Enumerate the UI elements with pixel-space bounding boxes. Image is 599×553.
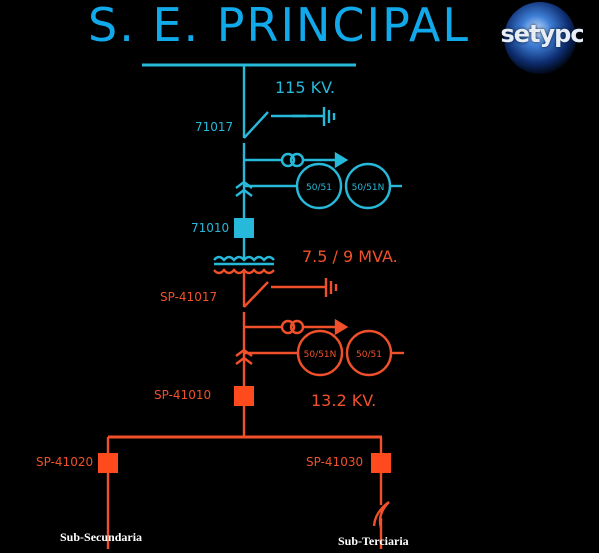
switch-sp41017-label: SP-41017 bbox=[160, 290, 218, 304]
voltage-low-label: 13.2 KV. bbox=[311, 391, 377, 410]
relay-low-2-label: 50/51 bbox=[356, 350, 382, 360]
relay-high-1-label: 50/51 bbox=[306, 183, 332, 193]
brand-logo-text: setypc bbox=[500, 20, 584, 48]
relay-low-1-icon bbox=[296, 329, 344, 377]
page-title: S. E. PRINCIPAL bbox=[88, 0, 471, 52]
pt-coil-low-1 bbox=[280, 319, 296, 335]
pt-coil-low-2 bbox=[289, 319, 305, 335]
relay-high-1-icon bbox=[295, 162, 343, 210]
relay-low-1-label: 50/51N bbox=[304, 350, 337, 360]
capacity-label: 7.5 / 9 MVA. bbox=[302, 247, 398, 266]
breaker-sp41010-icon bbox=[234, 386, 254, 406]
low-side-group bbox=[106, 268, 404, 549]
switch-sp41017-blade bbox=[243, 281, 269, 308]
breaker-sp41030-icon bbox=[371, 453, 391, 473]
pt-arrow-low-icon bbox=[334, 318, 349, 336]
breaker-71010-icon bbox=[234, 218, 254, 238]
pt-coil-high-1 bbox=[280, 152, 296, 168]
feeder-right-label: Sub-Terciaria bbox=[338, 534, 409, 548]
breaker-sp41020-icon bbox=[98, 453, 118, 473]
breaker-sp41030-label: SP-41030 bbox=[306, 455, 364, 469]
switch-71017-label: 71017 bbox=[195, 120, 234, 134]
breaker-sp41010-label: SP-41010 bbox=[154, 388, 212, 402]
relay-high-2-label: 50/51N bbox=[352, 183, 385, 193]
voltage-high-label: 115 KV. bbox=[275, 78, 336, 97]
high-side-group bbox=[142, 63, 402, 266]
breaker-71010-label: 71010 bbox=[191, 221, 230, 235]
breaker-sp41020-label: SP-41020 bbox=[36, 455, 94, 469]
ct-symbol-high-bottom bbox=[235, 188, 253, 197]
pt-coil-high-2 bbox=[289, 152, 305, 168]
feeder-left-label: Sub-Secundaria bbox=[60, 530, 143, 544]
transformer-winding-low bbox=[213, 268, 275, 275]
transformer-winding-high bbox=[213, 255, 275, 262]
switch-71017-blade bbox=[243, 111, 269, 139]
ct-symbol-low-bottom bbox=[235, 356, 253, 365]
pt-arrow-high-icon bbox=[334, 151, 349, 169]
globe-logo-icon bbox=[504, 2, 576, 74]
